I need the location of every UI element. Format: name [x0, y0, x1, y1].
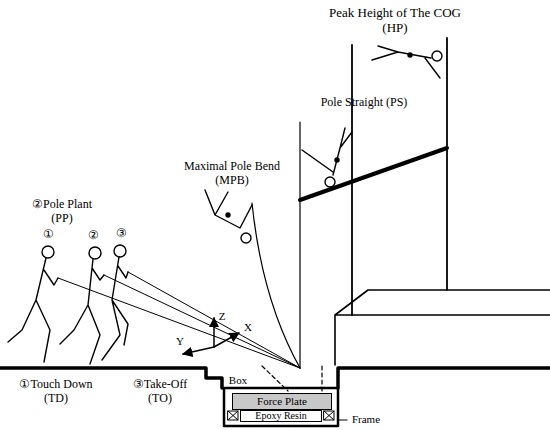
- axis-label: Z: [219, 310, 226, 323]
- x-axis: [214, 333, 239, 347]
- athlete-pole-plant: [60, 247, 104, 364]
- phase-label: Pole Straight (PS): [319, 96, 409, 110]
- phase-label: ③Take-Off (TO): [120, 378, 200, 406]
- athlete-touch-down: [8, 246, 58, 362]
- z-axis: [213, 318, 215, 347]
- frame: [224, 388, 338, 426]
- box-outline: [262, 366, 288, 391]
- callout-number: ③: [116, 227, 127, 241]
- phase-label: Maximal Pole Bend (MPB): [176, 160, 288, 188]
- crossbar: [300, 148, 447, 200]
- callout-number: ①: [43, 228, 54, 242]
- callout-number: ②: [88, 229, 99, 243]
- phase-label: Peak Height of The COG (HP): [320, 6, 470, 36]
- box-outline: [321, 366, 322, 391]
- part-label: Box: [229, 374, 247, 387]
- y-axis: [183, 347, 214, 354]
- part-label: Epoxy Resin: [255, 411, 306, 421]
- phase-label: ①Touch Down (TD): [14, 378, 98, 406]
- axis-label: X: [244, 321, 252, 334]
- leader-line: [339, 419, 347, 420]
- athlete-pole-straight: [302, 128, 352, 187]
- phase-label: ②Pole Plant (PP): [20, 198, 104, 226]
- landing-ground: [338, 368, 550, 388]
- epoxy-cross-box: [228, 411, 334, 420]
- athlete-max-pole-bend: [205, 190, 252, 243]
- landing-mat: [335, 290, 550, 365]
- part-label: Force Plate: [257, 396, 307, 407]
- pole-straight: [299, 122, 300, 368]
- part-label: Frame: [352, 413, 380, 426]
- epoxy-resin-layer: Epoxy Resin: [240, 410, 322, 422]
- athlete-peak-height: [372, 46, 442, 78]
- athlete-take-off: [102, 245, 128, 360]
- upright: [446, 38, 448, 290]
- axis-label: Y: [176, 335, 184, 348]
- force-plate: Force Plate: [232, 393, 332, 410]
- pole-bend: [252, 203, 300, 368]
